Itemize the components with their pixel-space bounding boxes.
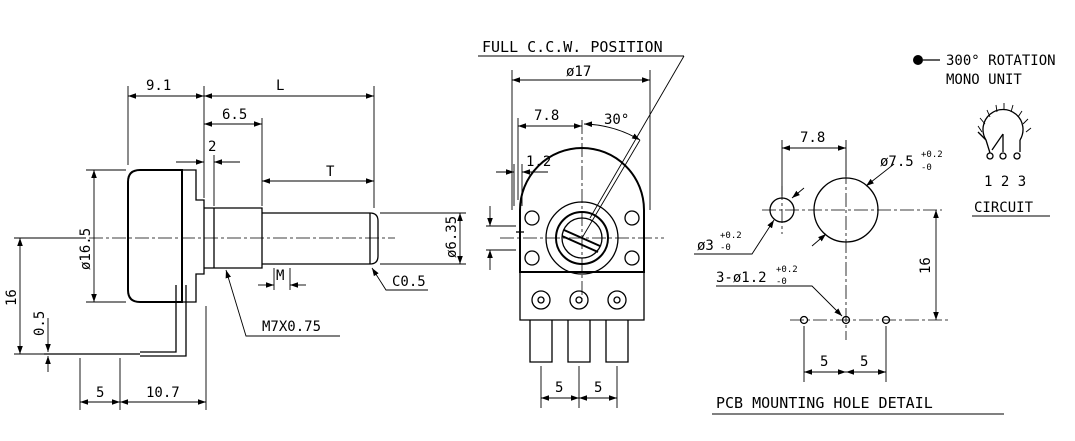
housing-body <box>127 169 183 303</box>
dim-5: 5 <box>96 385 104 401</box>
dim-6-5: 6.5 <box>222 107 247 123</box>
pcb-dim-7-5-tol-plus: +0.2 <box>921 150 943 160</box>
dim-M: M <box>276 268 284 284</box>
dim-2: 2 <box>208 139 216 155</box>
front-dim-30: 30° <box>604 112 629 128</box>
pcb-dim-1-2-tol-minus: -0 <box>776 277 787 287</box>
dim-10-7: 10.7 <box>146 385 180 401</box>
pcb-dim-7-5: ø7.5 <box>880 154 914 170</box>
dim-L: L <box>276 78 284 94</box>
front-dim-7-8: 7.8 <box>534 108 559 124</box>
front-dim-5a: 5 <box>555 380 563 396</box>
pcb-dim-1-2-tol-plus: +0.2 <box>776 265 798 275</box>
pcb-dim-7-8: 7.8 <box>800 130 825 146</box>
pcb-dim-16: 16 <box>918 257 934 274</box>
pcb-title: PCB MOUNTING HOLE DETAIL <box>716 394 933 412</box>
dim-T: T <box>326 164 335 180</box>
pcb-dim-7-5-tol-minus: -0 <box>921 163 932 173</box>
front-dim-1-2: 1.2 <box>526 154 551 170</box>
front-view: FULL C.C.W. POSITION ø17 <box>478 38 685 408</box>
shaft <box>262 212 379 265</box>
resistor-arc-icon <box>982 108 1024 141</box>
front-dim-5b: 5 <box>594 380 602 396</box>
front-body <box>519 147 645 273</box>
front-title: FULL C.C.W. POSITION <box>482 38 663 56</box>
pcb-dim-3: ø3 <box>697 238 714 254</box>
dim-9-1: 9.1 <box>146 78 171 94</box>
legend-circuit: CIRCUIT <box>974 200 1034 216</box>
pcb-dim-1-2: 3-ø1.2 <box>716 270 767 286</box>
terminal-block <box>519 272 645 321</box>
legend: 300° ROTATION MONO UNIT 1 2 3 CIRCUIT <box>913 53 1056 217</box>
legend-pins: 1 2 3 <box>984 174 1026 190</box>
legend-line2: MONO UNIT <box>946 72 1022 88</box>
legend-bullet-icon <box>913 55 923 65</box>
terminal-pin <box>140 285 187 357</box>
legend-line1: 300° ROTATION <box>946 53 1056 69</box>
pcb-dim-3-tol-minus: -0 <box>720 243 731 253</box>
pcb-dim-3-tol-plus: +0.2 <box>720 231 742 241</box>
dim-C0-5: C0.5 <box>392 274 426 290</box>
dim-16-5: ø16.5 <box>78 228 94 270</box>
rear-plate <box>182 169 205 303</box>
dim-M7: M7X0.75 <box>262 319 321 335</box>
dim-0-5: 0.5 <box>32 311 48 336</box>
front-terminals <box>529 320 629 363</box>
pcb-detail: 7.8 ø7.5 +0.2 -0 ø3 +0.2 -0 3-ø1.2 +0.2 … <box>694 130 1004 415</box>
front-dim-17: ø17 <box>566 64 591 80</box>
dim-6-35: ø6.35 <box>444 216 460 258</box>
pcb-dim-5a: 5 <box>820 354 828 370</box>
pcb-dim-5b: 5 <box>860 354 868 370</box>
dim-16: 16 <box>4 289 20 306</box>
side-view: 9.1 L 6.5 2 T ø16.5 ø6.35 M C0.5 <box>4 78 466 410</box>
